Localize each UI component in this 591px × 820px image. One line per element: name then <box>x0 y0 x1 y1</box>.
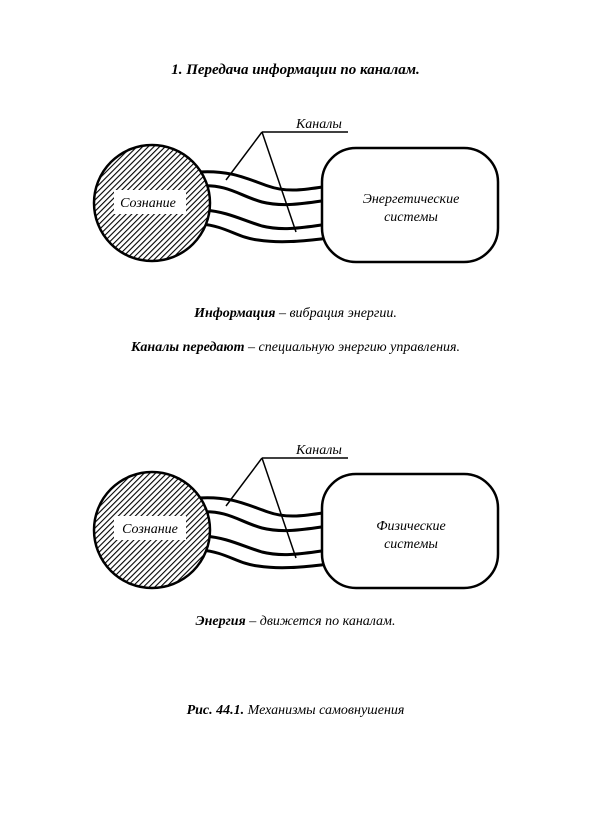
figure-title: 1. Передача информации по каналам. <box>171 62 420 78</box>
channels-pointer <box>225 457 348 559</box>
statement-rest: – вибрация энергии. <box>275 306 397 321</box>
caption-bold: Рис. 44.1. <box>186 703 245 718</box>
channels-label: Каналы <box>295 117 342 132</box>
physical-systems-box <box>320 472 500 590</box>
channel-tubes <box>197 496 331 570</box>
consciousness-label: Сознание <box>122 522 178 537</box>
channels-pointer <box>225 131 348 233</box>
circle-label-bg <box>114 190 186 214</box>
channel-tubes <box>197 170 331 244</box>
channels-statement: Каналы передают – специальную энергию уп… <box>0 340 591 356</box>
box-label-line2: системы <box>384 210 438 225</box>
consciousness-label: Сознание <box>120 196 176 211</box>
box-label-line1: Физические <box>376 519 445 534</box>
circle-label-bg <box>114 516 186 540</box>
figure-caption: Рис. 44.1. Механизмы самовнушения <box>0 703 591 719</box>
energy-statement: Энергия – движется по каналам. <box>0 614 591 630</box>
box-label-line1: Энергетические <box>363 192 460 207</box>
statement-bold: Каналы передают <box>130 340 245 355</box>
channels-label: Каналы <box>295 443 342 458</box>
caption-rest: Механизмы самовнушения <box>244 703 405 718</box>
diagram-2: Сознание Физические системы Каналы <box>92 443 500 590</box>
statement-bold: Информация <box>194 306 276 321</box>
statement-rest: – специальную энергию управления. <box>244 340 461 355</box>
diagram-1: Сознание Энергетические системы Каналы <box>92 117 500 264</box>
information-statement: Информация – вибрация энергии. <box>0 306 591 322</box>
statement-bold: Энергия <box>195 614 246 629</box>
energy-systems-box <box>320 146 500 264</box>
statement-rest: – движется по каналам. <box>245 614 396 629</box>
box-label-line2: системы <box>384 537 438 552</box>
